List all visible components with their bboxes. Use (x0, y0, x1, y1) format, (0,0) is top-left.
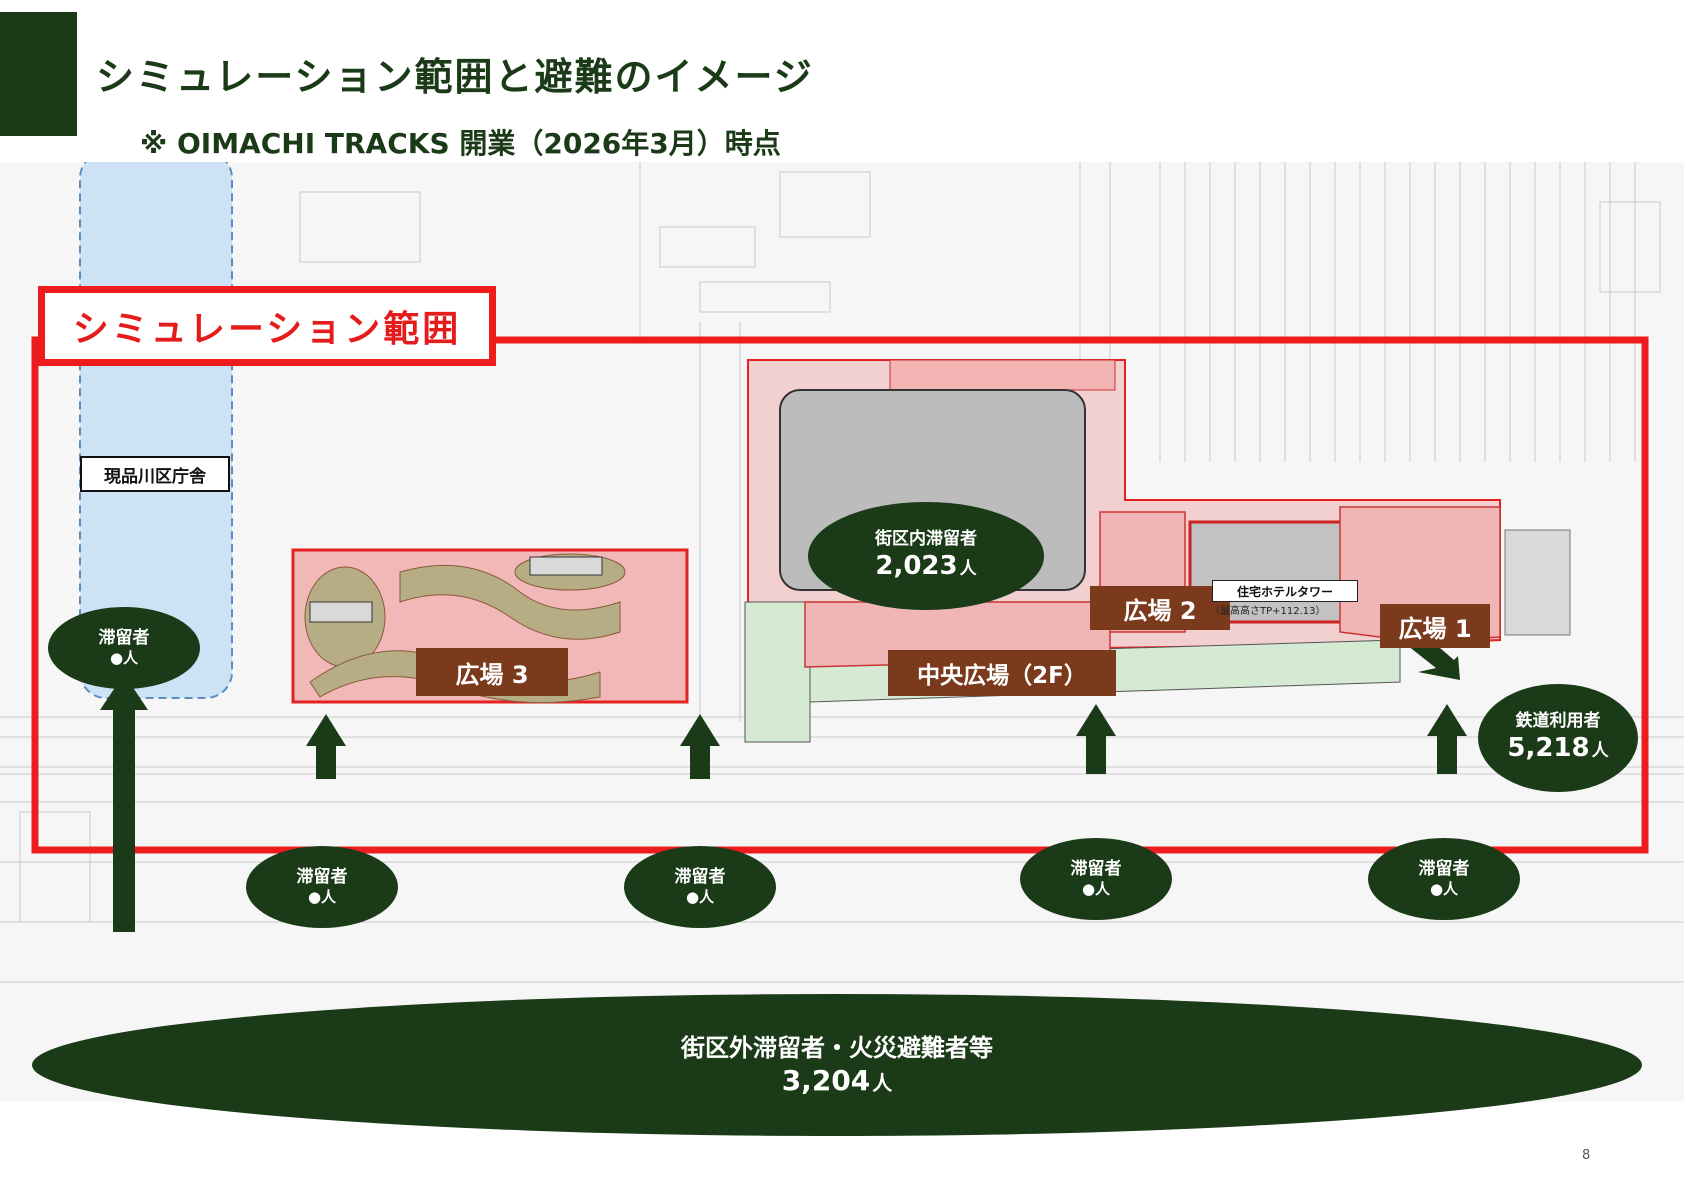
staying-people-ellipse-3: 滞留者 ●人 (1020, 838, 1172, 920)
staying-people-value: ●人 (686, 888, 714, 907)
rail-users-label: 鉄道利用者 (1516, 711, 1601, 732)
staying-people-label: 滞留者 (675, 867, 726, 888)
outside-people-unit: 人 (872, 1071, 892, 1095)
tower-height-label: （最高高さTP+112.13） (1210, 602, 1326, 617)
in-block-people-unit: 人 (960, 559, 977, 579)
staying-people-ellipse-1: 滞留者 ●人 (246, 846, 398, 928)
staying-people-label: 滞留者 (1419, 859, 1470, 880)
staying-people-label: 滞留者 (99, 628, 150, 649)
page-title: シミュレーション範囲と避難のイメージ (96, 46, 814, 101)
plaza-1-label: 広場 1 (1380, 604, 1490, 648)
staying-people-ellipse-city-hall: 滞留者 ●人 (48, 607, 200, 689)
outside-people-value: 3,204 (782, 1064, 871, 1097)
staying-people-label: 滞留者 (1071, 859, 1122, 880)
tower-label: 住宅ホテルタワー (1212, 580, 1358, 602)
staying-people-value: ●人 (1430, 880, 1458, 899)
staying-people-ellipse-4: 滞留者 ●人 (1368, 838, 1520, 920)
central-plaza-label: 中央広場（2F） (888, 650, 1116, 696)
simulation-range-label: シミュレーション範囲 (38, 286, 496, 366)
header-accent-block (0, 12, 77, 136)
staying-people-ellipse-2: 滞留者 ●人 (624, 846, 776, 928)
plaza-2-label: 広場 2 (1090, 586, 1230, 630)
jr-oimachi-station (1505, 530, 1570, 635)
outside-people-label: 街区外滞留者・火災避難者等 (681, 1033, 993, 1063)
in-block-people-label: 街区内滞留者 (875, 529, 977, 550)
staying-people-value: ●人 (308, 888, 336, 907)
page-number: 8 (1582, 1148, 1590, 1163)
page-subtitle: ※ OIMACHI TRACKS 開業（2026年3月）時点 (140, 122, 781, 162)
staying-people-value: ●人 (110, 649, 138, 668)
rail-users-unit: 人 (1592, 741, 1609, 761)
staying-people-label: 滞留者 (297, 867, 348, 888)
in-block-people-value: 2,023 (875, 551, 957, 581)
current-city-hall-label: 現品川区庁舎 (80, 456, 230, 492)
rail-users-value: 5,218 (1507, 733, 1589, 763)
staying-people-value: ●人 (1082, 880, 1110, 899)
plaza-3-label: 広場 3 (416, 648, 568, 696)
